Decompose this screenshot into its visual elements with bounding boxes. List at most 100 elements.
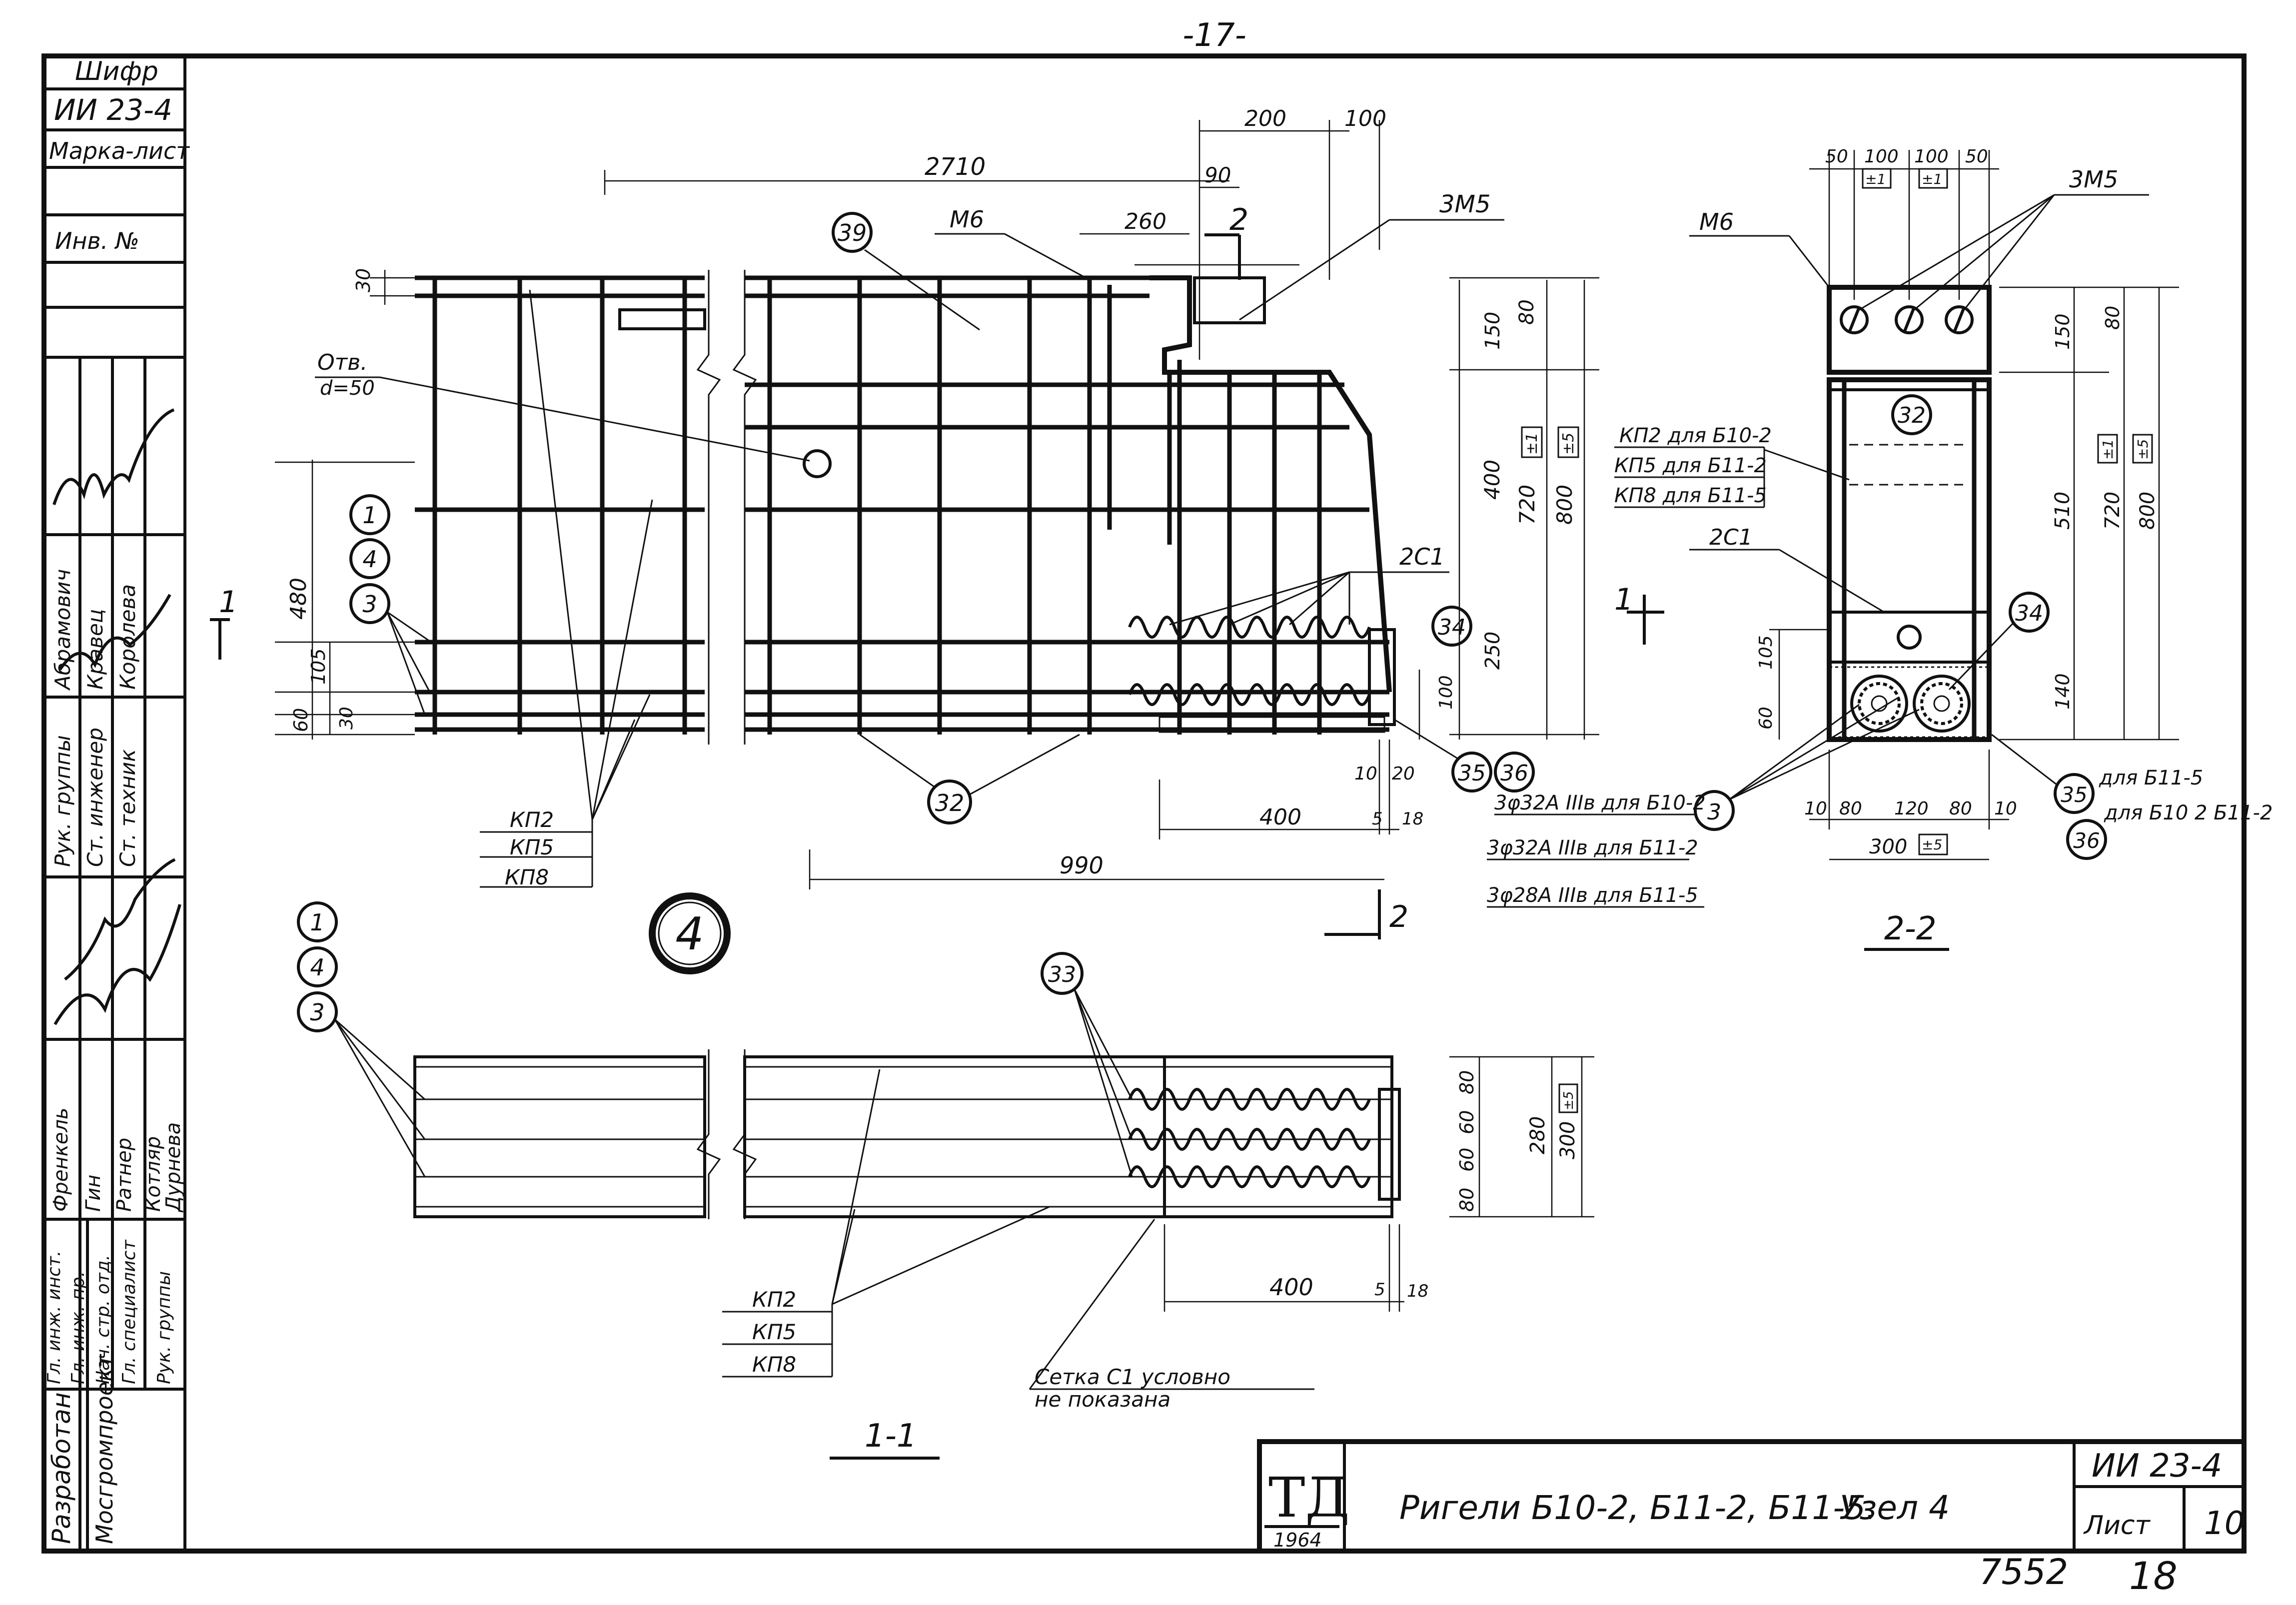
node-title: Узел 4 [1839,1489,1950,1527]
signature-2 [58,594,171,671]
title-year: 1964 [1273,1529,1322,1551]
left-stamp: Шифр ИИ 23-4 Марка-лист Инв. № Рук. груп… [44,56,190,1551]
footer-left-number: 7552 [1979,1552,2068,1593]
dim-10: 10 [1354,764,1377,784]
s22-dim-top-4: 50 [1965,146,1988,167]
s22-tol-1: ±1 [2100,439,2116,460]
s22-dim-top-3: 100 [1914,146,1949,167]
s22-dim-bottom-4: 80 [1949,799,1972,819]
logo-td: ТД [1268,1466,1350,1530]
s11-dim-400: 400 [1269,1274,1313,1301]
drawing-code: ИИ 23-4 [2092,1448,2222,1485]
dim-720: 720 [1515,485,1539,525]
callout-32: 32 [935,790,965,816]
s22-dim-bottom-5: 10 [1994,799,2017,819]
s22-dim-105: 105 [1756,635,1776,670]
s11-dim-18: 18 [1407,1281,1428,1301]
section-mark-2: 2 [1389,899,1408,934]
callout-34: 34 [1438,615,1466,640]
dim-30: 30 [352,268,374,292]
group2-name-1: Френкель [49,1108,72,1212]
group2-name-4: Котляр [142,1136,165,1212]
s22-dim-top-2: 100 [1864,146,1899,167]
cipher-label: Шифр [75,56,158,86]
group2-name-3: Ратнер [113,1138,136,1212]
main-dimensions: 2710 200 100 90 260 30 480 105 [275,106,1599,889]
rebar-note-3: 3φ28А IIIв для Б11-5 [1487,884,1698,907]
title-block: ТД 1964 Ригели Б10-2, Б11-2, Б11-5. Узел… [1257,1439,2247,1554]
dim-480: 480 [286,578,311,620]
s22-callout-36: 36 [2073,828,2100,853]
s22-tol-5: ±5 [2135,439,2151,460]
s22-callout-3: 3 [1707,800,1721,825]
break-line-right [732,270,757,745]
s11-dim-80b: 80 [1456,1188,1478,1212]
dim-400b: 400 [1259,804,1301,830]
signature-3 [53,904,181,1025]
callout-35: 35 [1458,761,1486,786]
s22-label-m6: М6 [1699,208,1734,235]
main-labels: М6 3М5 Отв. d=50 2С1 КП2 КП5 КП8 [210,190,1706,939]
s22-callout-35: 35 [2061,783,2087,807]
dim-260: 260 [1125,209,1166,234]
s22-dim-150: 150 [2052,313,2074,350]
s11-dim-tol: ±5 [1561,1091,1576,1110]
callout-36: 36 [1500,761,1528,786]
s22-callout-32: 32 [1898,403,1926,428]
section-2-2: 50 100 100 50 ±1 ±1 150 80 510 720 800 ±… [1614,146,2273,951]
s22-tol-top-1: ±1 [1865,171,1886,187]
group1-role-2: Ст. инженер [83,728,107,867]
section-mark-1-left: 1 [219,585,238,620]
dim-18: 18 [1402,809,1423,829]
signature-1 [52,408,175,505]
dim-200: 200 [1244,106,1286,131]
sheet-frame [41,53,2247,1554]
s11-callout-3: 3 [310,999,324,1026]
signature-4 [64,858,176,981]
dim-60: 60 [290,708,312,732]
label-2c1: 2С1 [1399,543,1445,570]
dim-30b: 30 [336,707,357,730]
s11-title: 1-1 [865,1418,917,1455]
s22-dim-tol-bottom: ±5 [1922,836,1942,853]
sheet-number: 10 [2204,1505,2245,1542]
s22-callout-34: 34 [2015,601,2043,626]
s22-label-3m5: 3М5 [2069,166,2118,193]
group2-role-4: Гл. специалист [119,1239,139,1384]
s11-note-line-1: Сетка С1 условно [1035,1365,1230,1389]
label-hole-d: d=50 [320,377,375,400]
section-mark-2-top: 2 [1229,202,1248,237]
s11-label-kp2: КП2 [752,1287,796,1312]
mark-label: Марка-лист [49,137,190,164]
label-hole: Отв. [317,350,367,375]
organization: Мосгромпроект [91,1354,118,1544]
right-cage [745,275,1396,735]
dim-150: 150 [1481,312,1504,350]
group2-name-2: Гин [82,1175,105,1212]
s11-note-line-2: не показана [1035,1387,1170,1412]
dim-5: 5 [1372,809,1383,829]
dim-990: 990 [1060,852,1104,879]
s22-tol-top-2: ±1 [1922,171,1942,187]
s22-note-36: для Б10 2 Б11-2 [2104,802,2273,824]
s22-dim-top-1: 50 [1825,146,1848,167]
callout-1: 1 [362,502,377,529]
group1-name-1: Абрамович [50,569,75,691]
s11-label-kp8: КП8 [752,1352,796,1377]
group2-role-5: Рук. группы [154,1271,174,1384]
sheet-label: Лист [2083,1511,2151,1541]
cipher-value: ИИ 23-4 [54,93,172,127]
s11-callout-1: 1 [310,909,324,936]
developer-label: Разработан [47,1392,76,1544]
dim-100: 100 [1344,106,1386,131]
s22-dim-300: 300 [1869,835,1907,858]
s11-dim-60b: 60 [1456,1148,1478,1172]
section-1-1: 80 60 60 80 280 300 ±5 400 5 18 КП2 КП5 … [297,901,1594,1460]
rebar-note-2: 3φ32А IIIв для Б11-2 [1487,836,1698,859]
dim-80: 80 [1515,299,1538,325]
s22-dim-bottom-1: 10 [1804,799,1827,819]
label-kp5: КП5 [510,835,554,859]
s11-label-kp5: КП5 [752,1320,796,1344]
s11-dim-300: 300 [1556,1121,1579,1159]
